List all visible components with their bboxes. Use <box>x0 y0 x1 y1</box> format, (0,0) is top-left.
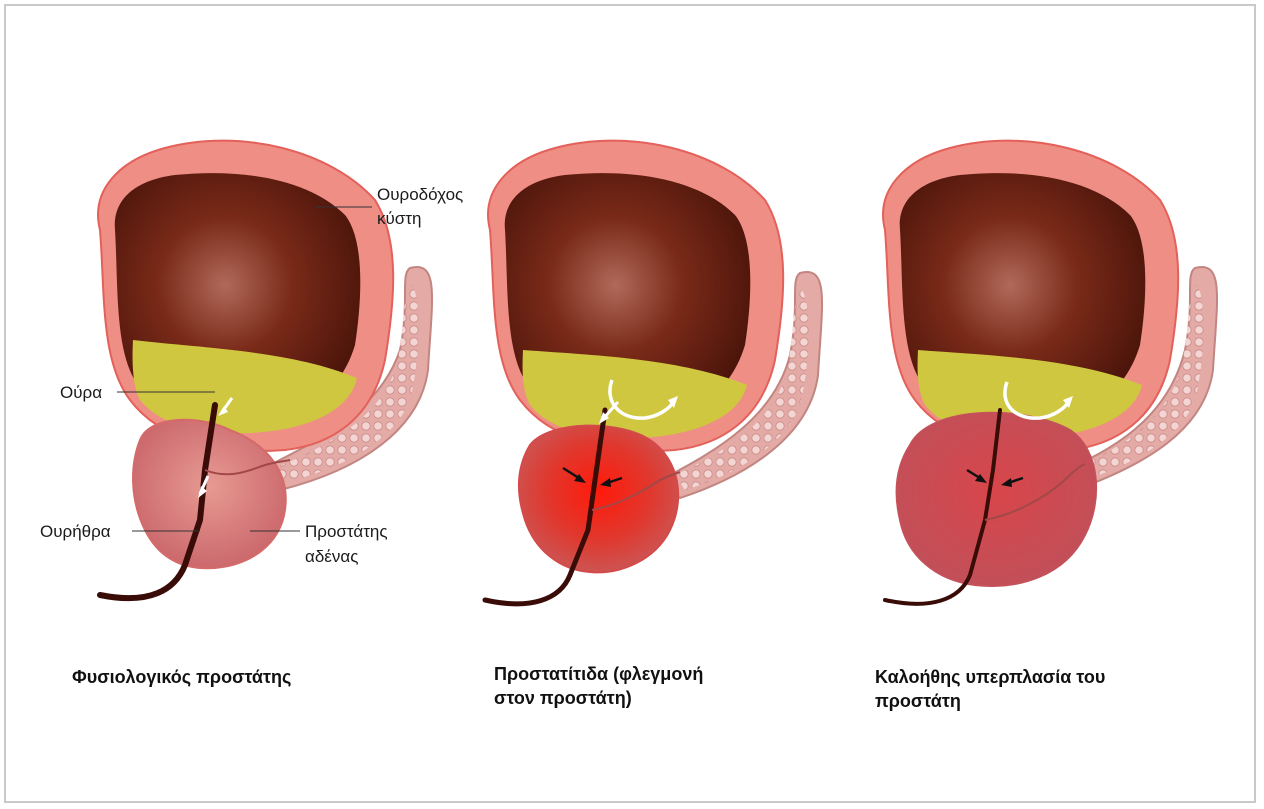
urine-label: Ούρα <box>60 383 103 402</box>
caption-bph-line2: προστάτη <box>875 691 961 711</box>
caption-bph: Καλοήθης υπερπλασία του προστάτη <box>875 665 1105 713</box>
prostate-gland <box>518 424 680 574</box>
prostate-label-line2: αδένας <box>305 547 359 566</box>
rectum-shape <box>658 271 824 500</box>
urethra <box>482 407 608 607</box>
bladder-label-line1: Ουροδόχος <box>377 185 464 204</box>
panel-prostatitis <box>482 139 824 607</box>
urethra <box>883 408 1002 606</box>
caption-normal-line1: Φυσιολογικός προστάτης <box>72 667 292 687</box>
urethra <box>97 402 218 602</box>
urethra-label: Ουρήθρα <box>40 522 111 541</box>
urine-fill <box>522 350 747 439</box>
caption-normal: Φυσιολογικός προστάτης <box>72 665 291 689</box>
panel-normal <box>97 139 434 602</box>
caption-prostatitis-line1: Προστατίτιδα (φλεγμονή <box>494 664 704 684</box>
caption-prostatitis: Προστατίτιδα (φλεγμονή στον προστάτη) <box>494 662 703 710</box>
bladder-label-line2: κύστη <box>377 209 422 228</box>
urine-fill <box>132 340 357 434</box>
panel-bph <box>882 139 1219 606</box>
caption-bph-line1: Καλοήθης υπερπλασία του <box>875 667 1106 687</box>
caption-prostatitis-line2: στον προστάτη) <box>494 688 632 708</box>
prostate-label-line1: Προστάτης <box>305 522 388 541</box>
